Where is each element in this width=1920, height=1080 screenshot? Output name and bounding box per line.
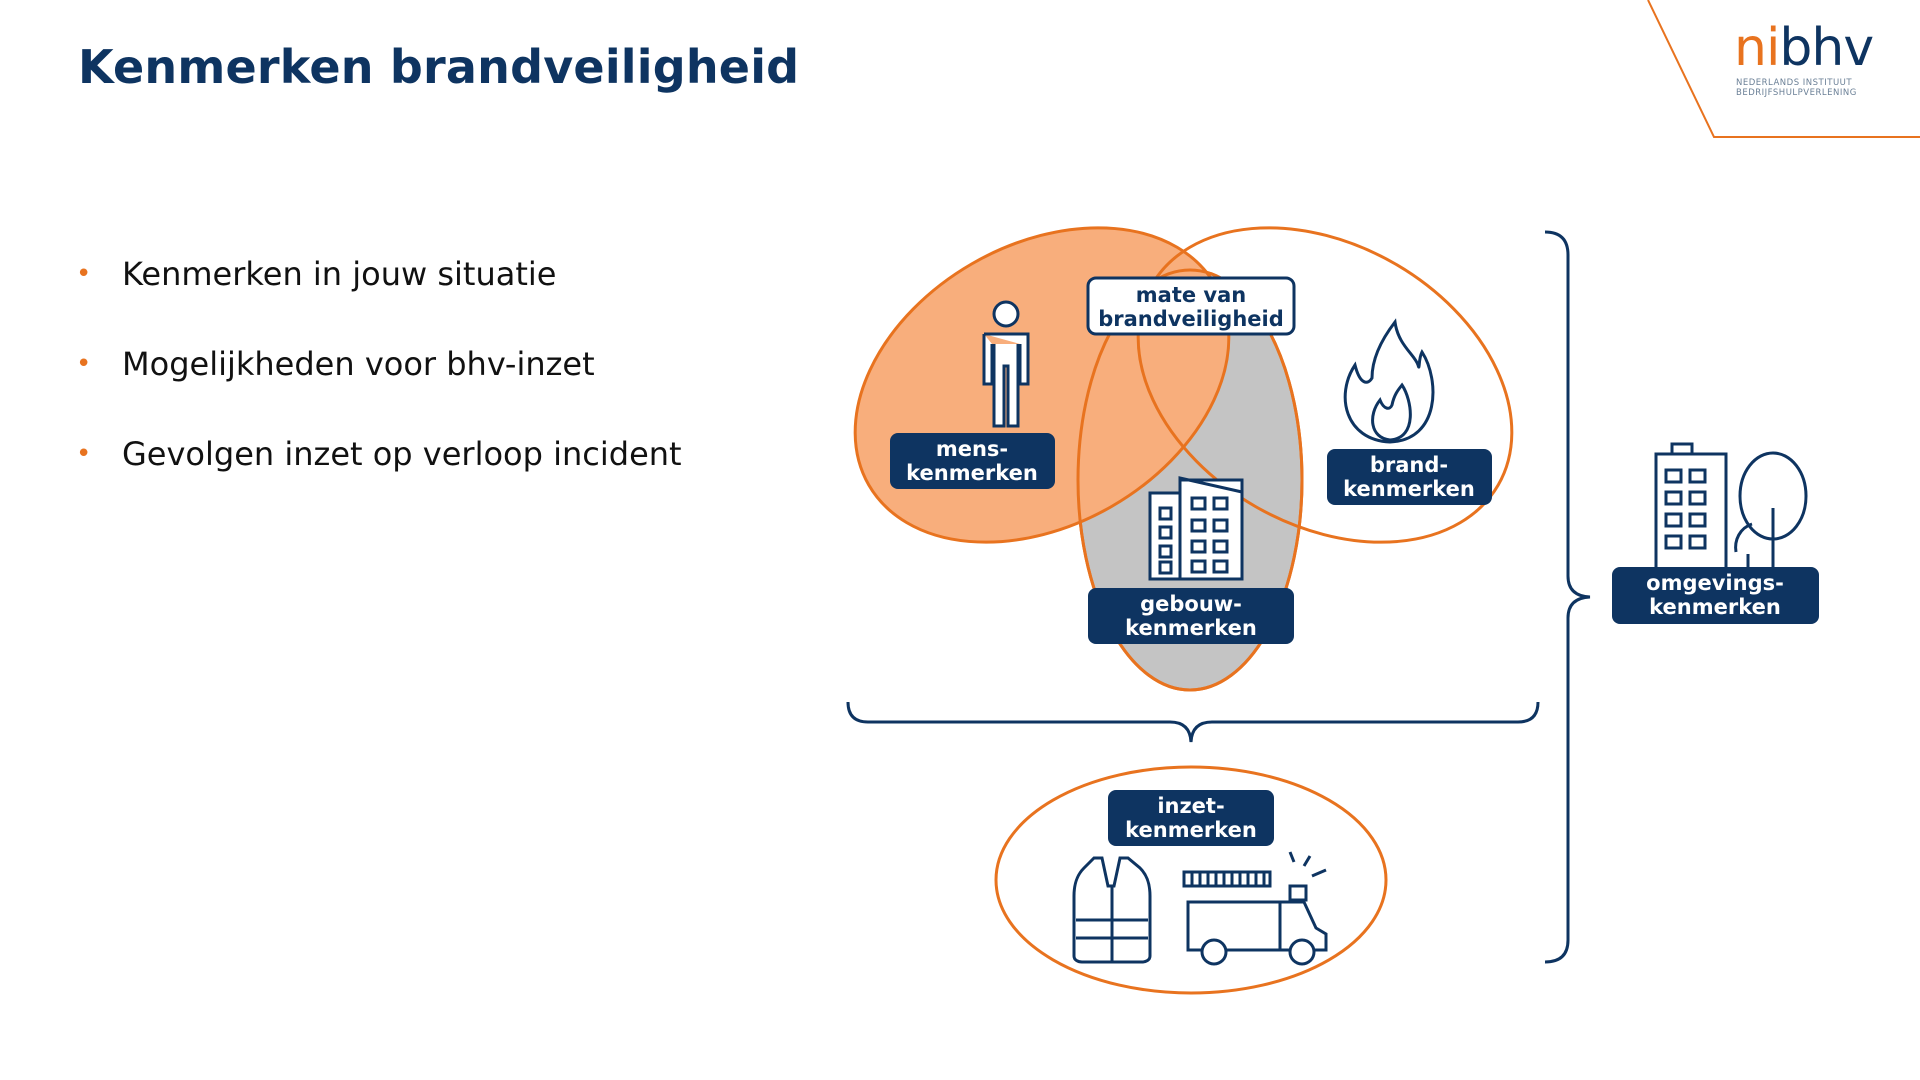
bullet-text: Gevolgen inzet op verloop incident [122, 435, 682, 473]
gebouw-label-line2: kenmerken [1125, 616, 1257, 640]
gebouw-label-box: gebouw- kenmerken [1088, 588, 1294, 644]
nibhv-logo: nibhv NEDERLANDS INSTITUUT BEDRIJFSHULPV… [1734, 18, 1884, 98]
center-label-box: mate van brandveiligheid [1086, 276, 1296, 336]
bullet-dot-icon: • [76, 259, 92, 289]
omgeving-label-line1: omgevings- [1646, 571, 1784, 595]
center-label-line2: brandveiligheid [1098, 307, 1284, 331]
logo-subtitle-2: BEDRIJFSHULPVERLENING [1736, 88, 1857, 98]
flame-icon [1343, 318, 1435, 444]
bullet-text: Mogelijkheden voor bhv-inzet [122, 345, 595, 383]
person-icon [982, 300, 1030, 428]
mens-label-box: mens- kenmerken [890, 433, 1055, 489]
logo-ni: ni [1734, 18, 1780, 78]
bullet-text: Kenmerken in jouw situatie [122, 255, 557, 293]
building-icon [1148, 476, 1244, 581]
bullet-dot-icon: • [76, 439, 92, 469]
corner-accent-line [1647, 0, 1920, 138]
bullet-item: • Mogelijkheden voor bhv-inzet [76, 345, 682, 435]
center-label-line1: mate van [1136, 283, 1246, 307]
brand-label-line2: kenmerken [1343, 477, 1475, 501]
slide-title: Kenmerken brandveiligheid [78, 40, 800, 94]
environment-icon [1654, 442, 1808, 574]
logo-bhv: bhv [1779, 18, 1874, 78]
inzet-label-box: inzet- kenmerken [1108, 790, 1274, 846]
brand-label-box: brand- kenmerken [1327, 449, 1492, 505]
gebouw-ellipse-outline [1076, 268, 1304, 692]
vertical-brace [1544, 230, 1591, 964]
horizontal-brace [846, 701, 1540, 743]
bullet-list: • Kenmerken in jouw situatie • Mogelijkhed… [76, 255, 682, 525]
omgeving-label-line2: kenmerken [1649, 595, 1781, 619]
brand-label-line1: brand- [1370, 453, 1448, 477]
inzet-label-line2: kenmerken [1125, 818, 1257, 842]
mens-label-line1: mens- [936, 437, 1008, 461]
bullet-dot-icon: • [76, 349, 92, 379]
logo-wordmark: nibhv [1734, 18, 1884, 78]
fire-truck-icon [1182, 851, 1328, 966]
bullet-item: • Gevolgen inzet op verloop incident [76, 435, 682, 525]
logo-subtitle-1: NEDERLANDS INSTITUUT [1736, 78, 1853, 88]
omgeving-label-box: omgevings- kenmerken [1612, 567, 1819, 624]
mens-label-line2: kenmerken [906, 461, 1038, 485]
gebouw-label-line1: gebouw- [1140, 592, 1242, 616]
bullet-item: • Kenmerken in jouw situatie [76, 255, 682, 345]
inzet-label-line1: inzet- [1157, 794, 1224, 818]
safety-vest-icon [1072, 856, 1152, 964]
